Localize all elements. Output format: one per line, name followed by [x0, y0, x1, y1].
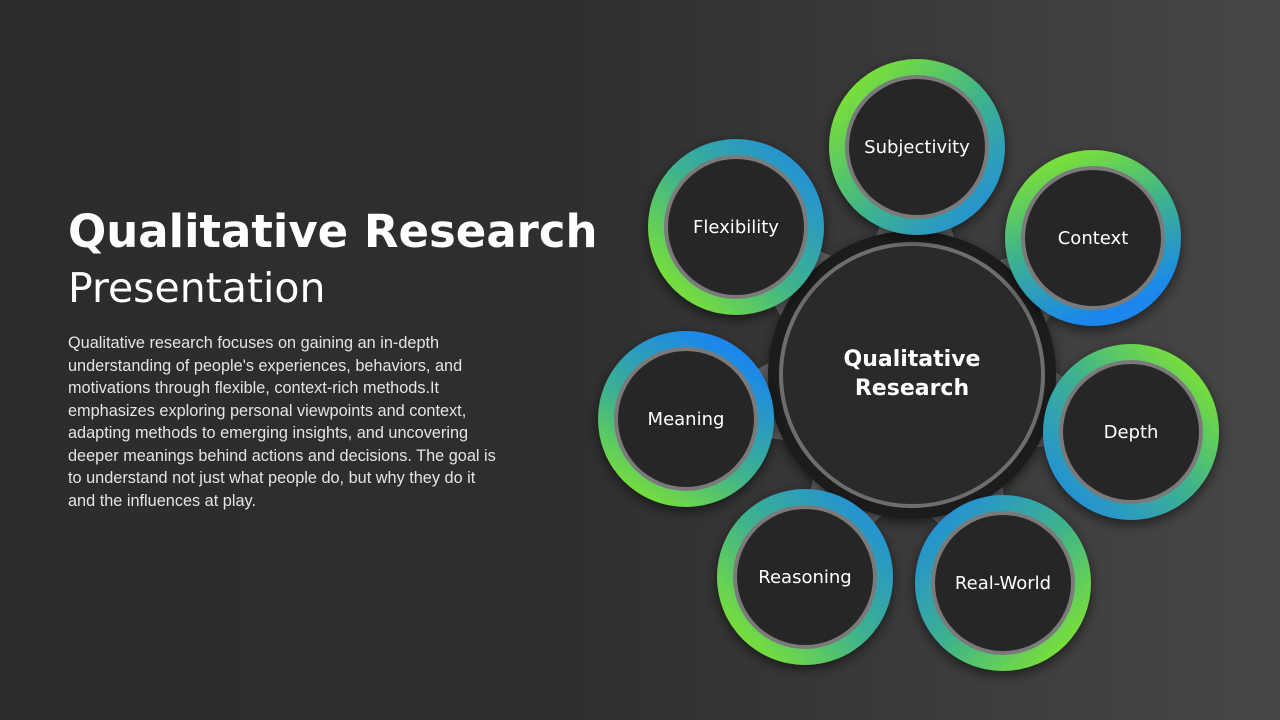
- node-label-depth: Depth: [1104, 422, 1159, 443]
- node-label-reasoning: Reasoning: [758, 567, 851, 588]
- node-fill-meaning: [618, 351, 754, 487]
- node-fill-reasoning: [737, 509, 873, 645]
- slide-description: Qualitative research focuses on gaining …: [68, 334, 496, 510]
- center-label-line2: Research: [855, 376, 969, 401]
- node-fill-real-world: [935, 515, 1071, 651]
- node-label-meaning: Meaning: [648, 409, 725, 430]
- center-hub-ring: [779, 242, 1045, 508]
- node-subjectivity: Subjectivity: [829, 59, 1005, 235]
- node-reasoning: Reasoning: [717, 489, 893, 665]
- node-label-flexibility: Flexibility: [693, 217, 779, 238]
- node-meaning: Meaning: [598, 331, 774, 507]
- slide-title: Qualitative Research: [68, 205, 598, 258]
- node-fill-depth: [1063, 364, 1199, 500]
- node-label-context: Context: [1058, 228, 1129, 249]
- slide-subtitle: Presentation: [68, 264, 326, 312]
- node-label-subjectivity: Subjectivity: [864, 137, 970, 158]
- center-hub: Qualitative Research: [768, 231, 1056, 519]
- node-fill-context: [1025, 170, 1161, 306]
- node-fill-subjectivity: [849, 79, 985, 215]
- node-real-world: Real-World: [915, 495, 1091, 671]
- node-fill-flexibility: [668, 159, 804, 295]
- node-flexibility: Flexibility: [648, 139, 824, 315]
- node-context: Context: [1005, 150, 1181, 326]
- node-label-real-world: Real-World: [955, 573, 1051, 594]
- node-depth: Depth: [1043, 344, 1219, 520]
- center-label-line1: Qualitative: [844, 347, 981, 372]
